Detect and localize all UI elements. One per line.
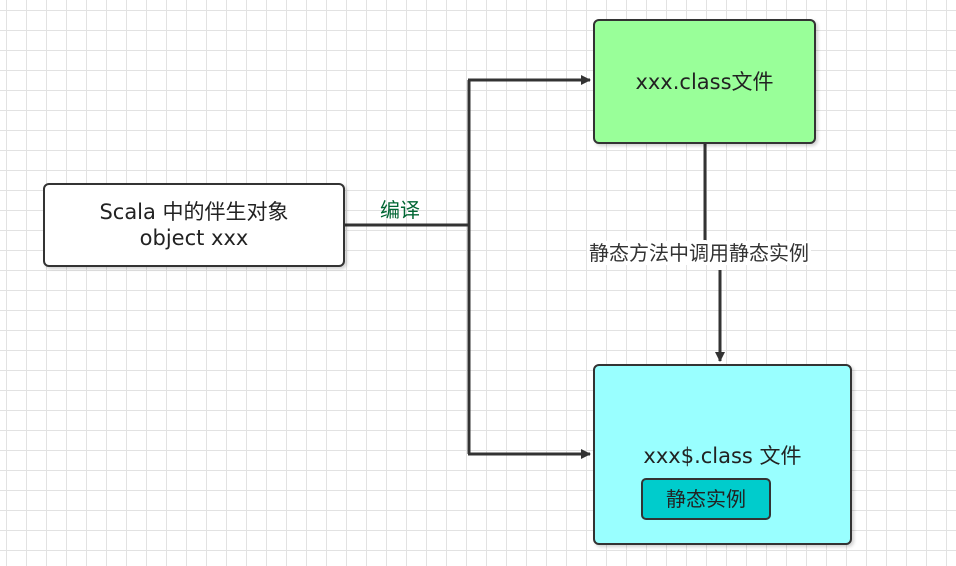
node-source-line2: object xxx	[139, 226, 249, 250]
node-source-line1: Scala 中的伴生对象	[99, 200, 289, 224]
node-class-file-label: xxx.class文件	[635, 69, 774, 94]
node-class-file[interactable]: xxx.class文件	[593, 19, 816, 144]
node-dollar-class-file-label: xxx$.class 文件	[643, 444, 802, 468]
node-static-instance[interactable]: 静态实例	[641, 478, 771, 520]
node-dollar-class-file[interactable]: xxx$.class 文件 静态实例	[593, 364, 852, 545]
node-scala-companion-object[interactable]: Scala 中的伴生对象 object xxx	[43, 183, 345, 267]
edge-label-compile: 编译	[380, 198, 420, 222]
edge-label-static-call: 静态方法中调用静态实例	[587, 241, 811, 265]
node-static-instance-label: 静态实例	[666, 487, 746, 511]
